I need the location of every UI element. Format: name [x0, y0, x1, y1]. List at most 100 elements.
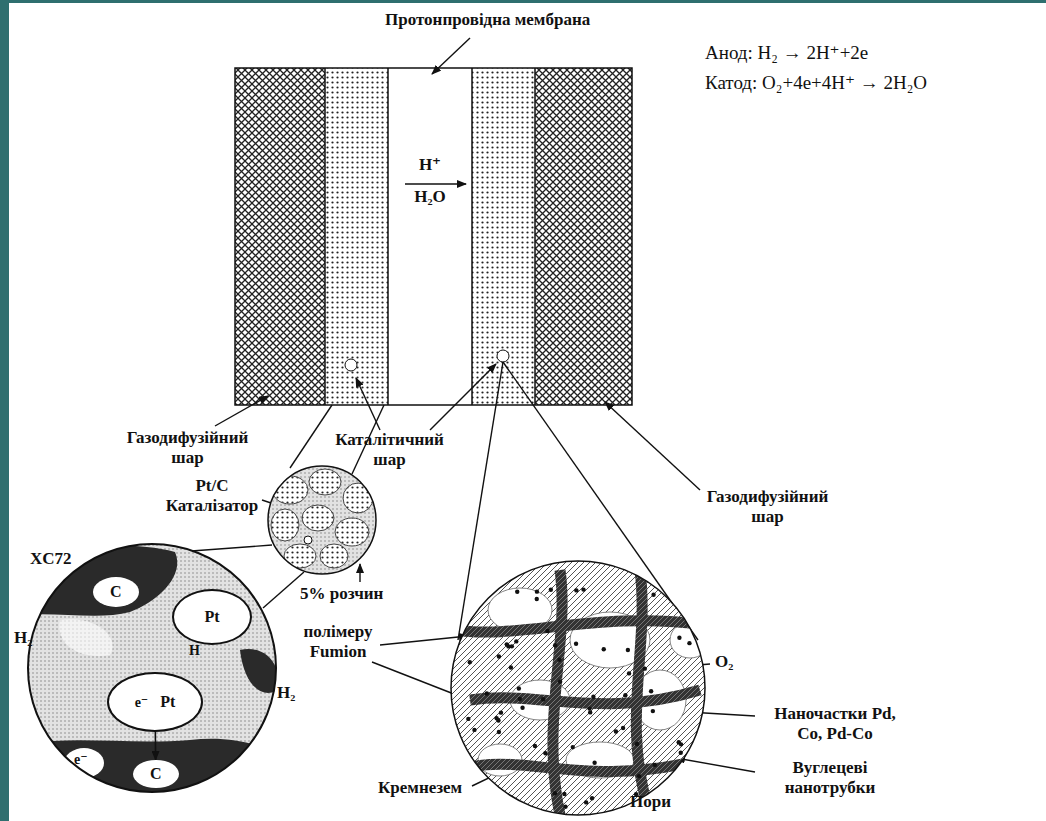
- drawing-circle: [468, 660, 472, 664]
- drawing-circle: [535, 589, 539, 593]
- drawing-path: [470, 690, 700, 704]
- drawing-line: [215, 396, 268, 426]
- drawing-circle: [587, 706, 591, 710]
- drawing-circle: [627, 671, 631, 675]
- drawing-g: [266, 464, 378, 576]
- pt-particle: Pt: [172, 589, 252, 645]
- drawing-ellipse: [309, 469, 341, 495]
- drawing-circle: [581, 587, 585, 591]
- drawing-circle: [571, 745, 575, 749]
- drawing-path: [460, 760, 700, 772]
- drawing-circle: [679, 750, 683, 754]
- drawing-rect: [325, 68, 388, 405]
- drawing-circle: [623, 693, 627, 697]
- drawing-circle: [451, 561, 705, 815]
- part-label: Каталітичний шар: [322, 430, 457, 469]
- drawing-circle: [466, 717, 470, 721]
- drawing-line: [432, 38, 470, 74]
- drawing-circle: [635, 742, 639, 746]
- drawing-ellipse: [302, 505, 334, 531]
- drawing-circle: [496, 718, 500, 722]
- drawing-circle: [590, 796, 594, 800]
- drawing-circle: [514, 639, 518, 643]
- node-text: e⁻: [135, 694, 149, 711]
- membrane-band: H⁺H₂O: [388, 68, 472, 405]
- part-label: e⁻: [74, 752, 88, 768]
- drawing-ellipse: [284, 544, 316, 568]
- drawing-circle: [592, 761, 596, 765]
- drawing-circle: [505, 642, 509, 646]
- drawing-circle: [679, 742, 683, 746]
- drawing-circle: [574, 588, 578, 592]
- pt-particle: e⁻Pt: [107, 672, 203, 732]
- node-text: H₂O: [388, 187, 472, 207]
- drawing-path: [553, 570, 562, 815]
- part-label: Наночастки Pd, Co, Pd-Co: [760, 704, 910, 743]
- part-label: Протонпровідна мембрана: [385, 10, 590, 30]
- drawing-line: [405, 183, 466, 185]
- part-label: H₂: [277, 683, 295, 703]
- drawing-line: [380, 636, 468, 645]
- drawing-circle: [497, 730, 501, 734]
- drawing-circle: [497, 654, 501, 658]
- drawing-path: [455, 621, 705, 632]
- drawing-circle: [651, 709, 655, 713]
- carbon-particle: C: [93, 577, 139, 607]
- part-label: полімеру Fumion: [296, 622, 380, 661]
- drawing-circle: [687, 641, 691, 645]
- drawing-rect: [235, 68, 325, 405]
- drawing-circle: [557, 658, 561, 662]
- drawing-circle: [563, 804, 567, 808]
- drawing-line: [359, 564, 360, 582]
- drawing-circle: [614, 729, 618, 733]
- drawing-g: [271, 469, 373, 568]
- drawing-circle: [549, 588, 553, 592]
- drawing-circle: [517, 686, 521, 690]
- drawing-circle: [268, 466, 376, 574]
- drawing-g: [20, 542, 280, 800]
- node-text: C: [150, 765, 162, 783]
- drawing-circle: [653, 763, 657, 767]
- drawing-path: [235, 68, 632, 405]
- drawing-path: [240, 649, 279, 693]
- electron-path-arrow: [155, 732, 157, 760]
- drawing-circle: [304, 536, 312, 544]
- drawing-circle: [533, 744, 537, 748]
- drawing-line: [605, 402, 700, 490]
- drawing-circle: [541, 697, 545, 701]
- drawing-line: [676, 758, 755, 772]
- part-label: XC72: [30, 549, 72, 569]
- part-label: H₂: [14, 628, 32, 648]
- drawing-circle: [574, 642, 578, 646]
- drawing-circle: [584, 800, 588, 804]
- drawing-ellipse: [320, 544, 348, 568]
- drawing-rect: [266, 464, 378, 576]
- part-label: Газодифузійний шар: [695, 487, 840, 526]
- drawing-circle: [553, 791, 557, 795]
- drawing-circle: [497, 350, 509, 362]
- drawing-circle: [591, 694, 595, 698]
- drawing-circle: [562, 792, 566, 796]
- drawing-circle: [558, 679, 562, 683]
- drawing-circle: [588, 710, 592, 714]
- drawing-circle: [472, 728, 476, 732]
- drawing-circle: [515, 590, 519, 594]
- node-text: Pt: [204, 608, 219, 626]
- drawing-circle: [345, 359, 357, 371]
- part-label: Анод: H₂ → 2H⁺+2e: [705, 42, 868, 64]
- drawing-ellipse: [335, 518, 369, 546]
- drawing-path: [20, 545, 177, 615]
- drawing-ellipse: [64, 748, 104, 778]
- drawing-path: [636, 570, 650, 815]
- drawing-circle: [602, 647, 606, 651]
- drawing-rect: [535, 68, 632, 405]
- drawing-circle: [499, 710, 503, 714]
- drawing-g: [450, 560, 710, 816]
- part-label: Вуглецеві нанотрубки: [760, 758, 900, 797]
- drawing-circle: [651, 593, 655, 597]
- drawing-circle: [535, 597, 539, 601]
- drawing-path: [59, 619, 112, 656]
- drawing-circle: [545, 629, 549, 633]
- drawing-line: [290, 405, 332, 468]
- drawing-rect: [450, 560, 706, 816]
